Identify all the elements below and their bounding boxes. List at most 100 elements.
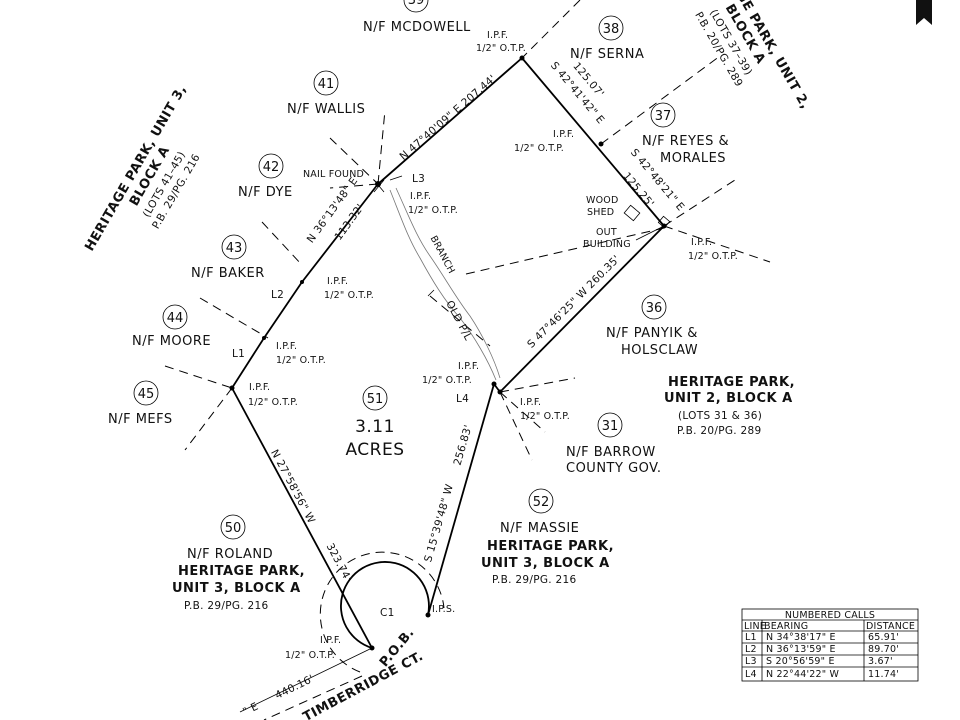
svg-text:42: 42: [263, 160, 280, 175]
neighbor-wallis: N/F WALLIS: [287, 102, 365, 117]
numbered-calls-table: NUMBERED CALLS LINE BEARING DISTANCE L1 …: [741, 608, 919, 682]
svg-text:I.P.F.: I.P.F.: [249, 382, 270, 393]
svg-text:L1: L1: [745, 632, 757, 643]
svg-text:HERITAGE PARK,: HERITAGE PARK,: [668, 375, 795, 390]
lot-52-circle: 52: [528, 488, 554, 514]
svg-text:1/2" O.T.P.: 1/2" O.T.P.: [248, 397, 298, 408]
timberridge-ct-road: [239, 551, 445, 720]
svg-text:N 22°44'22" W: N 22°44'22" W: [766, 669, 840, 680]
svg-text:41: 41: [318, 77, 335, 92]
bookmark-icon[interactable]: [914, 0, 934, 26]
svg-text:S 20°56'59" E: S 20°56'59" E: [766, 656, 835, 667]
lot-number-circles: 39 38 41 37 42 43 44 36 51 45 31 52 50: [133, 0, 676, 540]
svg-text:11.74': 11.74': [868, 669, 899, 680]
svg-text:I.P.F.: I.P.F.: [458, 361, 479, 372]
massie-sub1: HERITAGE PARK,: [487, 539, 614, 554]
lot-45-circle: 45: [133, 380, 159, 406]
lot-50-circle: 50: [220, 514, 246, 540]
svg-text:I.P.F.: I.P.F.: [520, 397, 541, 408]
adjoining-lot-lines: [164, 0, 771, 461]
east-line-dist: 256.83': [452, 423, 475, 466]
svg-text:44: 44: [167, 311, 184, 326]
lot-37-circle: 37: [650, 102, 676, 128]
svg-text:37: 37: [655, 109, 672, 124]
table-header-bearing: BEARING: [764, 621, 808, 632]
svg-text:45: 45: [138, 387, 155, 402]
svg-text:I.P.F.: I.P.F.: [276, 341, 297, 352]
subdivision-unit2-right: HERITAGE PARK, UNIT 2, BLOCK A (LOTS 31 …: [664, 375, 795, 437]
monument-labels: I.P.F. 1/2" O.T.P. I.P.F. 1/2" O.T.P. I.…: [232, 30, 738, 661]
svg-text:N 36°13'59" E: N 36°13'59" E: [766, 644, 836, 655]
corner-markers: [229, 55, 667, 651]
neighbor-names: N/F MCDOWELL N/F SERNA N/F WALLIS N/F RE…: [108, 20, 729, 612]
lot-42-circle: 42: [258, 153, 284, 179]
neighbor-reyes-2: MORALES: [660, 151, 726, 166]
neighbor-roland: N/F ROLAND: [187, 547, 273, 562]
svg-text:OUT: OUT: [596, 227, 617, 238]
east-line-upper: [521, 57, 665, 227]
svg-text:N 34°38'17" E: N 34°38'17" E: [766, 632, 836, 643]
svg-text:1/2" O.T.P.: 1/2" O.T.P.: [276, 355, 326, 366]
east-line-lower: [427, 383, 495, 616]
svg-text:1/2" O.T.P.: 1/2" O.T.P.: [422, 375, 472, 386]
svg-text:1/2" O.T.P.: 1/2" O.T.P.: [514, 143, 564, 154]
svg-text:1/2" O.T.P.: 1/2" O.T.P.: [324, 290, 374, 301]
subdivision-unit3-left: HERITAGE PARK, UNIT 3, BLOCK A (LOTS 41–…: [82, 83, 202, 254]
neighbor-dye: N/F DYE: [238, 185, 293, 200]
old-pl-label: OLD P/L: [443, 299, 474, 343]
lot-36-circle: 36: [641, 294, 667, 320]
svg-text:I.P.F.: I.P.F.: [320, 635, 341, 646]
bearing-labels: N 47°40'09" E 207.44' S 42°41'42" E 125.…: [241, 60, 687, 718]
ips-label: I.P.S.: [432, 604, 455, 615]
table-header-line: LINE: [744, 621, 766, 632]
svg-text:1/2" O.T.P.: 1/2" O.T.P.: [476, 43, 526, 54]
svg-text:L3: L3: [745, 656, 757, 667]
branch-creek: [389, 187, 501, 381]
west-line-dist: 323.74': [324, 541, 354, 583]
wood-shed: [623, 204, 641, 222]
svg-text:31: 31: [602, 419, 619, 434]
roland-sub2: UNIT 3, BLOCK A: [172, 581, 301, 596]
roland-plat: P.B. 29/PG. 216: [184, 600, 269, 612]
massie-plat: P.B. 29/PG. 216: [492, 574, 577, 586]
svg-text:I.P.F.: I.P.F.: [691, 237, 712, 248]
svg-text:BUILDING: BUILDING: [583, 239, 631, 250]
lot-31-circle: 31: [597, 412, 623, 438]
lot-41-circle: 41: [313, 70, 339, 96]
neighbor-panyik-2: HOLSCLAW: [621, 343, 698, 358]
svg-text:39: 39: [408, 0, 425, 8]
neighbor-barrow-2: COUNTY GOV.: [566, 461, 662, 476]
massie-sub2: UNIT 3, BLOCK A: [481, 556, 610, 571]
svg-text:UNIT 2, BLOCK A: UNIT 2, BLOCK A: [664, 391, 793, 406]
svg-text:I.P.F.: I.P.F.: [487, 30, 508, 41]
l4-label: L4: [456, 393, 469, 405]
parcel-area: 3.11 ACRES: [345, 417, 404, 460]
table-row: L3 S 20°56'59" E 3.67': [745, 656, 893, 667]
c1-label: C1: [380, 607, 395, 619]
neighbor-panyik-1: N/F PANYIK &: [606, 326, 698, 341]
svg-text:43: 43: [226, 241, 243, 256]
svg-text:I.P.F.: I.P.F.: [553, 129, 574, 140]
subdivision-unit2-top: HERITAGE PARK, UNIT 2, BLOCK A (LOTS 37–…: [692, 0, 812, 112]
west-line: [231, 387, 373, 649]
svg-text:52: 52: [533, 495, 550, 510]
table-row: L4 N 22°44'22" W 11.74': [745, 669, 899, 680]
west-line-bearing: N 27°58'56" W: [268, 448, 317, 526]
svg-text:I.P.F.: I.P.F.: [410, 191, 431, 202]
svg-text:(LOTS 31 & 36): (LOTS 31 & 36): [678, 410, 762, 422]
lot-38-circle: 38: [598, 15, 624, 41]
table-header-distance: DISTANCE: [866, 621, 915, 632]
roland-sub1: HERITAGE PARK,: [178, 564, 305, 579]
neighbor-moore: N/F MOORE: [132, 334, 211, 349]
neighbor-baker: N/F BAKER: [191, 266, 265, 281]
svg-text:1/2" O.T.P.: 1/2" O.T.P.: [408, 205, 458, 216]
table-title: NUMBERED CALLS: [785, 610, 875, 621]
svg-text:SHED: SHED: [587, 207, 614, 218]
svg-text:I.P.F.: I.P.F.: [327, 276, 348, 287]
neighbor-massie: N/F MASSIE: [500, 521, 579, 536]
l2-label: L2: [271, 289, 284, 301]
out-building: [635, 215, 671, 241]
svg-text:50: 50: [225, 521, 242, 536]
svg-text:1/2" O.T.P.: 1/2" O.T.P.: [520, 411, 570, 422]
